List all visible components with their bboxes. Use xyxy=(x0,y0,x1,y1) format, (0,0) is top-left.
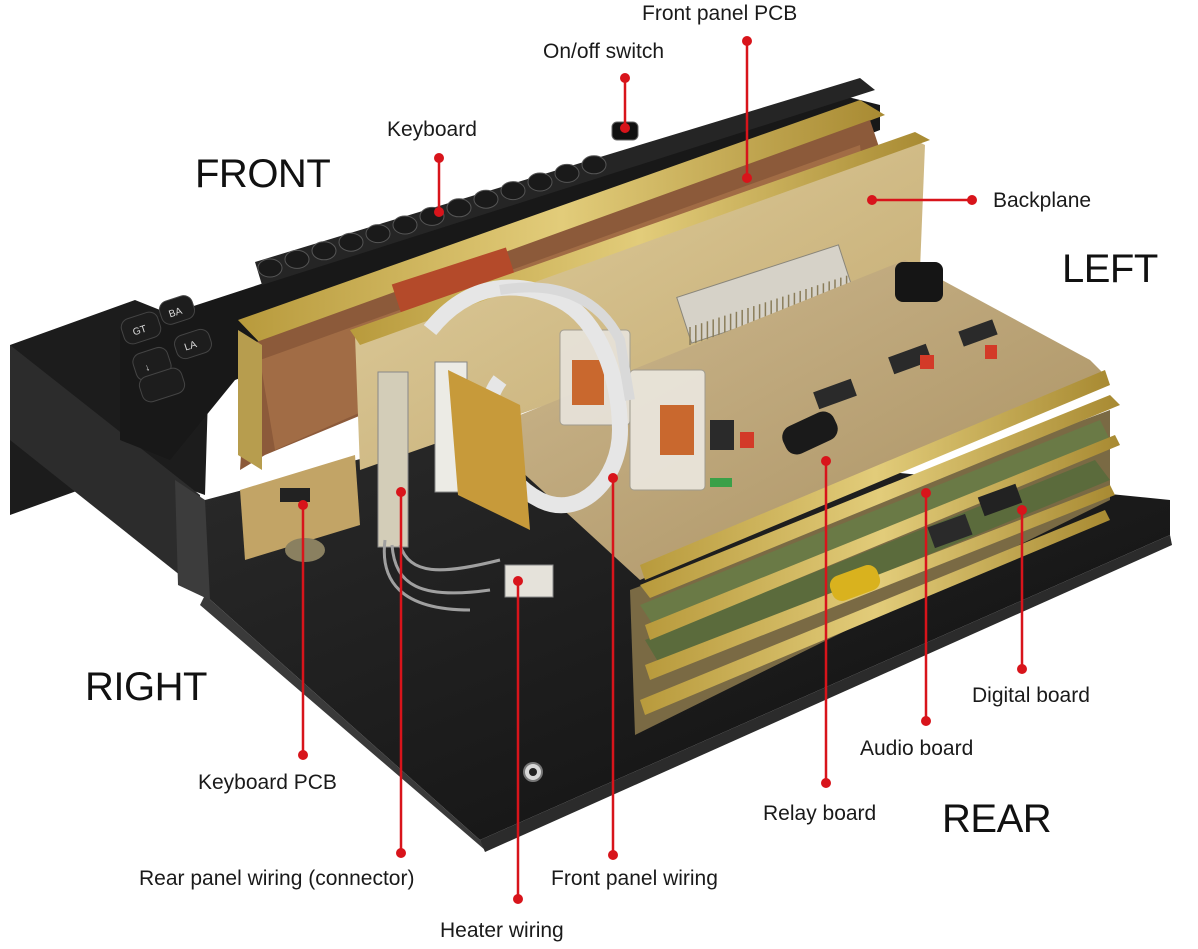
tray-screw-hole xyxy=(529,768,537,776)
key xyxy=(581,155,607,175)
label-heater-wiring: Heater wiring xyxy=(440,919,564,942)
svg-text:BA: BA xyxy=(168,306,184,321)
direction-right: RIGHT xyxy=(85,665,207,709)
ribbon-cable xyxy=(499,282,635,401)
label-rear-panel-wiring: Rear panel wiring (connector) xyxy=(139,867,414,890)
resistor xyxy=(920,355,934,369)
label-audio-board: Audio board xyxy=(860,737,973,760)
audio-board xyxy=(640,420,1110,628)
relay-coil xyxy=(660,405,694,455)
label-front-panel-wiring: Front panel wiring xyxy=(551,867,718,890)
key xyxy=(446,198,472,218)
callouts xyxy=(298,36,1027,904)
wiring xyxy=(240,279,635,612)
key xyxy=(138,367,186,403)
callout-audio-board xyxy=(921,488,931,726)
key xyxy=(392,215,418,235)
direction-labels: FRONT LEFT RIGHT REAR xyxy=(85,152,1158,841)
callout-heater-wiring xyxy=(513,576,523,904)
power-jack xyxy=(895,262,943,302)
keyboard-pcb-chip xyxy=(280,488,310,502)
callout-rear-panel-wiring xyxy=(396,487,406,858)
label-keyboard: Keyboard xyxy=(387,118,477,141)
resistor xyxy=(740,432,754,448)
key: LA xyxy=(174,328,212,360)
rear-wires xyxy=(382,539,501,612)
capacitor xyxy=(782,411,838,455)
key xyxy=(527,172,553,192)
trimmer-knob xyxy=(285,538,325,562)
label-keyboard-pcb: Keyboard PCB xyxy=(198,771,337,794)
ic-chip xyxy=(958,319,998,347)
callout-relay-board xyxy=(821,456,831,788)
key: GT xyxy=(120,311,162,345)
callout-on-off-switch xyxy=(620,73,630,133)
direction-left: LEFT xyxy=(1062,247,1158,291)
ic-chip xyxy=(977,483,1023,517)
svg-text:LA: LA xyxy=(183,339,198,353)
front-panel-connector xyxy=(391,247,519,323)
svg-text:GT: GT xyxy=(132,324,149,339)
resistor xyxy=(985,345,997,359)
side-housing-face xyxy=(10,345,205,595)
side-housing-edge xyxy=(175,480,210,600)
key xyxy=(365,224,391,244)
callout-keyboard-pcb xyxy=(298,500,308,760)
card-rail xyxy=(645,435,1120,640)
direction-rear: REAR xyxy=(942,797,1051,841)
key xyxy=(473,189,499,209)
ic-chip xyxy=(888,343,932,375)
card-rail xyxy=(645,485,1115,680)
callout-front-panel-pcb xyxy=(742,36,752,183)
key xyxy=(338,232,364,252)
terminal-block xyxy=(504,564,554,598)
label-digital-board: Digital board xyxy=(972,684,1090,707)
relay-board-edge xyxy=(640,370,1110,580)
direction-front: FRONT xyxy=(195,152,330,196)
adapter-board xyxy=(448,370,530,530)
card-rail xyxy=(640,510,1110,715)
card-rail xyxy=(640,395,1120,598)
callout-digital-board xyxy=(1017,505,1027,674)
svg-text:↓: ↓ xyxy=(143,362,151,374)
key xyxy=(284,249,310,269)
key: BA xyxy=(158,295,196,325)
ic-chip xyxy=(710,420,734,450)
keyboard: GT BA ↓ LA xyxy=(120,295,212,403)
capacitor xyxy=(829,565,881,601)
key xyxy=(311,241,337,261)
label-relay-board: Relay board xyxy=(763,802,876,825)
rear-connector xyxy=(377,371,409,548)
ic-chip xyxy=(927,513,973,549)
key xyxy=(554,163,580,183)
relay-coil xyxy=(572,360,604,405)
callout-backplane xyxy=(867,195,977,205)
key xyxy=(257,258,283,278)
front-panel-side-plate xyxy=(238,330,262,470)
ic-chip xyxy=(813,378,857,410)
label-front-panel-pcb: Front panel PCB xyxy=(642,2,797,25)
callout-labels: Front panel PCB On/off switch Keyboard B… xyxy=(139,2,1091,942)
key xyxy=(500,181,526,201)
key-row xyxy=(257,121,639,278)
callout-keyboard xyxy=(434,153,444,217)
callout-front-panel-wiring xyxy=(608,473,618,860)
resistor xyxy=(710,478,732,487)
label-on-off-switch: On/off switch xyxy=(543,40,664,63)
label-backplane: Backplane xyxy=(993,189,1091,212)
card-stack xyxy=(520,260,1120,735)
tray-front-lip xyxy=(200,595,485,850)
